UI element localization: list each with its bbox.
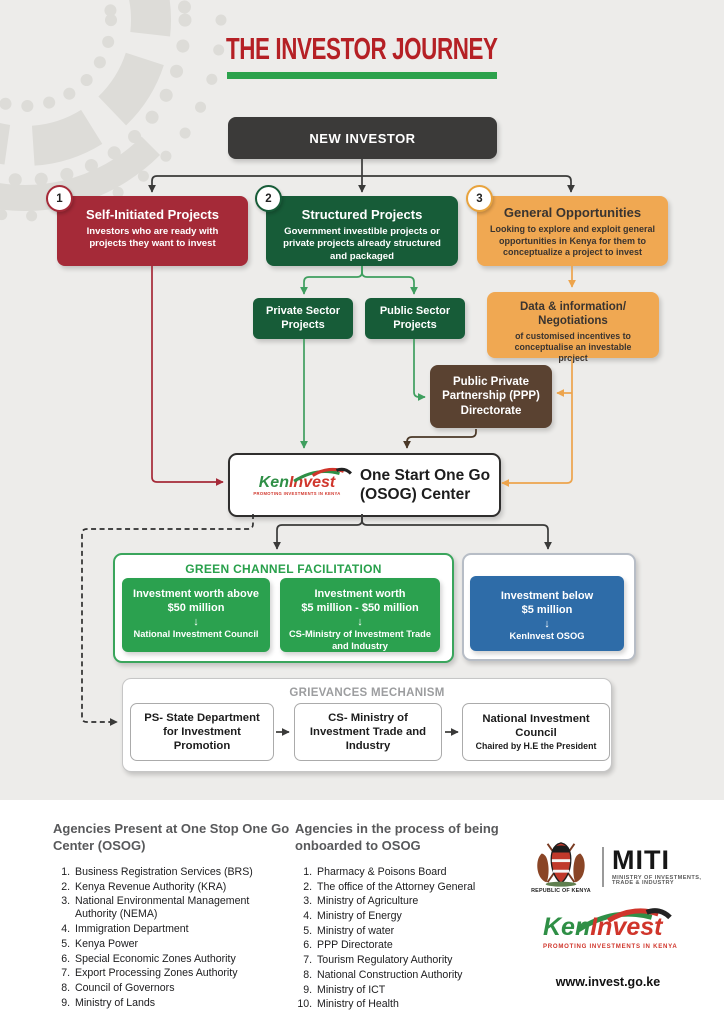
list-item: Kenya Revenue Authority (KRA) (73, 881, 290, 894)
path-title: Self-Initiated Projects (86, 207, 219, 222)
down-arrow-icon: ↓ (357, 615, 363, 628)
down-arrow-icon: ↓ (193, 615, 199, 628)
path-description: Looking to explore and exploit general o… (489, 224, 656, 258)
coat-of-arms-label: REPUBLIC OF KENYA (531, 888, 591, 894)
self-initiated-projects-box: Self-Initiated Projects Investors who ar… (57, 196, 248, 266)
list-item: Ministry of Lands (73, 997, 290, 1010)
grievances-title: GRIEVANCES MECHANISM (289, 687, 445, 699)
page-title: THE INVESTOR JOURNEY (226, 31, 498, 66)
data-negotiations-title: Data & information/ Negotiations (519, 301, 627, 327)
path-description: Investors who are ready with projects th… (86, 226, 219, 250)
list-item: Immigration Department (73, 923, 290, 936)
path-number-badge-3: 3 (466, 185, 493, 212)
list-item: Ministry of ICT (315, 984, 532, 997)
new-investor-box: NEW INVESTOR (228, 117, 497, 159)
keninvest-swoosh-icon (576, 908, 672, 932)
keninvest-swoosh-icon (293, 467, 352, 483)
list-item: National Environmental Management Author… (73, 895, 290, 921)
structured-projects-box: Structured Projects Government investibl… (266, 196, 458, 266)
logo-ken: Ken (258, 473, 289, 491)
keninvest-logo-small: KenInvest PROMOTING INVESTMENTS IN KENYA (244, 467, 352, 496)
list-item: Ministry of Energy (315, 910, 532, 923)
list-item: Ministry of Agriculture (315, 895, 532, 908)
data-negotiations-description: of customised incentives to conceptualis… (514, 330, 632, 364)
list-item: Kenya Power (73, 938, 290, 951)
decorative-circles (0, 0, 227, 222)
list-item: Pharmacy & Poisons Board (315, 866, 532, 879)
footer-background (0, 800, 724, 1024)
public-sector-projects-box: Public Sector Projects (365, 298, 465, 339)
logo-invest: Invest (590, 913, 663, 941)
private-sector-projects-box: Private Sector Projects (253, 298, 353, 339)
list-item: Special Economic Zones Authority (73, 953, 290, 966)
kenya-coat-of-arms-icon (537, 842, 585, 887)
grievance-step-ps: PS- State Department for Investment Prom… (130, 703, 274, 761)
green-channel-title: GREEN CHANNEL FACILITATION (185, 562, 382, 576)
grievance-step-nic: National Investment Council Chaired by H… (462, 703, 610, 761)
keninvest-logo: KenInvest PROMOTING INVESTMENTS IN KENYA (543, 908, 693, 950)
logo-tagline: PROMOTING INVESTMENTS IN KENYA (543, 943, 678, 950)
ppp-directorate-box: Public Private Partnership (PPP) Directo… (430, 365, 552, 428)
miti-name: MITI (612, 844, 670, 875)
general-opportunities-box: General Opportunities Looking to explore… (477, 196, 668, 266)
investment-5m-50m-box: Investment worth $5 million - $50 millio… (280, 578, 440, 652)
list-item: Ministry of water (315, 925, 532, 938)
onboarding-agencies-list: Agencies in the process of being onboard… (295, 821, 532, 1013)
osog-agencies-title: Agencies Present at One Stop One Go Cent… (53, 821, 290, 853)
path-description: Government investible projects or privat… (283, 226, 441, 262)
list-item: Export Processing Zones Authority (73, 967, 290, 980)
investment-above-50m-box: Investment worth above $50 million ↓ Nat… (122, 578, 270, 652)
list-item: Council of Governors (73, 982, 290, 995)
osog-title: One Start One Go (OSOG) Center (360, 466, 491, 503)
path-number-badge-1: 1 (46, 185, 73, 212)
onboarding-agencies-title: Agencies in the process of being onboard… (295, 821, 499, 853)
path-title: General Opportunities (503, 205, 642, 220)
logo-ken: Ken (543, 913, 591, 941)
list-item: National Construction Authority (315, 969, 532, 982)
grievance-step-cs: CS- Ministry of Investment Trade and Ind… (294, 703, 442, 761)
grievance-step-subtitle: Chaired by H.E the President (475, 741, 597, 752)
osog-agencies-list: Agencies Present at One Stop One Go Cent… (53, 821, 290, 1012)
list-item: PPP Directorate (315, 939, 532, 952)
list-item: Tourism Regulatory Authority (315, 954, 532, 967)
path-title: Structured Projects (301, 207, 423, 222)
data-negotiations-box: Data & information/ Negotiations of cust… (487, 292, 659, 363)
miti-logo: REPUBLIC OF KENYA MITI MINISTRY OF INVES… (528, 840, 701, 894)
logo-tagline: PROMOTING INVESTMENTS IN KENYA (253, 490, 341, 496)
website-url: www.invest.go.ke (555, 975, 661, 989)
list-item: Ministry of Health (315, 998, 532, 1011)
down-arrow-icon: ↓ (544, 617, 550, 630)
title-underline (227, 72, 497, 79)
list-item: The office of the Attorney General (315, 881, 532, 894)
osog-center-box: KenInvest PROMOTING INVESTMENTS IN KENYA… (228, 453, 501, 517)
investment-below-5m-box: Investment below $5 million ↓ KenInvest … (470, 576, 624, 651)
logo-divider (602, 847, 604, 887)
new-investor-label: NEW INVESTOR (309, 130, 416, 146)
list-item: Business Registration Services (BRS) (73, 866, 290, 879)
path-number-badge-2: 2 (255, 185, 282, 212)
